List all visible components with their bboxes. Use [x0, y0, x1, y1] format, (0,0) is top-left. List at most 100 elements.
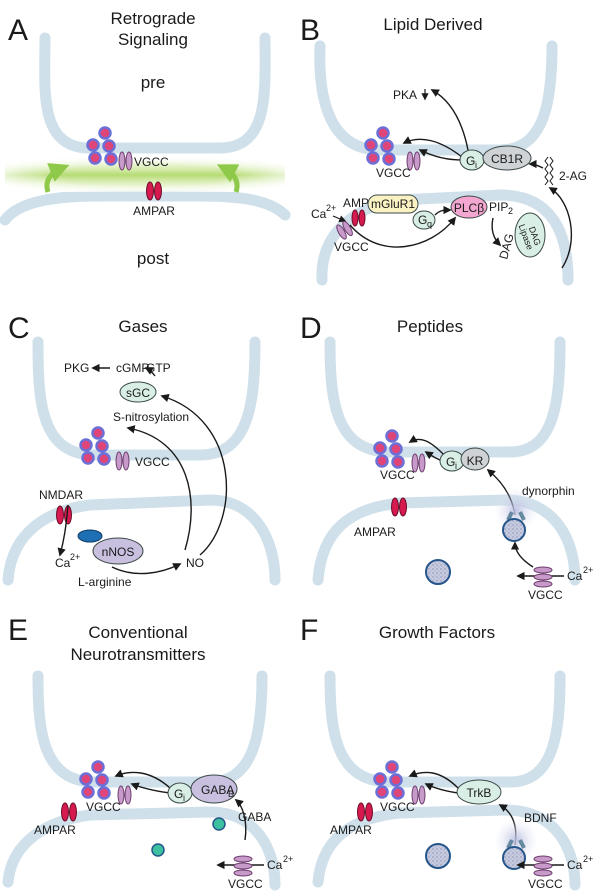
ampar-label-f: AMPAR — [330, 823, 372, 837]
ca-label-e: Ca — [267, 858, 283, 872]
vgcc-label-b-pre: VGCC — [376, 166, 411, 180]
vgcc-label-a: VGCC — [134, 155, 169, 169]
panel-b: B Lipid Derived PKA VGCC G i CB1R 2-AG — [300, 14, 587, 286]
ca-label-d: Ca — [567, 569, 583, 583]
gabab-receptor — [190, 774, 238, 804]
two-ag-molecule-icon — [544, 156, 549, 186]
vgcc-label-c: VGCC — [135, 455, 170, 469]
panel-e-title-line1: Conventional — [88, 623, 187, 642]
svg-text:G: G — [418, 213, 427, 227]
post-label: post — [137, 249, 169, 268]
trkb-label: TrkB — [467, 786, 492, 800]
vgcc-channel-b-pre — [406, 151, 421, 171]
vesicle-cluster-f — [373, 760, 405, 800]
l-arginine-label: L-arginine — [78, 575, 132, 589]
svg-text:i: i — [475, 160, 477, 170]
kappa-receptor-label: ΚR — [467, 454, 484, 468]
svg-text:2+: 2+ — [583, 565, 593, 575]
svg-text:q: q — [427, 219, 432, 229]
vgcc-channel-e-post — [233, 855, 253, 877]
ampar-channel-e — [61, 802, 77, 822]
vgcc-channel-f-post — [533, 855, 553, 877]
svg-text:2+: 2+ — [70, 552, 80, 562]
no-label: NO — [186, 556, 204, 570]
ampar-channel-d — [391, 497, 407, 517]
pip2-label: PIP — [489, 200, 508, 214]
dag-label: DAG — [496, 232, 516, 261]
svg-text:2+: 2+ — [326, 203, 336, 213]
vesicle-cluster-e — [79, 760, 111, 800]
cb1r-receptor — [482, 145, 532, 171]
snitrosylation-label: S-nitrosylation — [113, 410, 189, 424]
sgc-enzyme — [119, 381, 157, 403]
vgcc-label-d-post: VGCC — [528, 588, 563, 602]
svg-text:G: G — [446, 455, 455, 469]
vgcc-channel-a — [118, 151, 133, 171]
presynaptic-membrane-b — [314, 40, 558, 156]
gq-protein — [412, 210, 436, 230]
presynaptic-membrane-c — [32, 336, 261, 461]
panel-b-title: Lipid Derived — [383, 15, 482, 34]
panel-letter-b: B — [300, 14, 320, 47]
ampar-channel-a — [146, 181, 162, 201]
ampar-label-e: AMPAR — [34, 823, 76, 837]
gaba-vesicle-1 — [212, 817, 226, 831]
panel-letter-e: E — [8, 614, 28, 647]
gaba-vesicle-2 — [151, 843, 165, 857]
nnos-label: nNOS — [102, 545, 135, 559]
presynaptic-membrane-a — [39, 32, 271, 154]
panel-letter-d: D — [300, 312, 322, 345]
plcb-label: PLCβ — [454, 201, 484, 215]
vgcc-channel-c — [115, 451, 130, 471]
nnos-enzyme — [92, 537, 144, 565]
cb1r-label: CB1R — [491, 152, 523, 166]
pkg-label: PKG — [64, 361, 89, 375]
ampar-channel-f — [357, 802, 373, 822]
panel-e-title-line2: Neurotransmitters — [70, 645, 205, 664]
vgcc-channel-f-pre — [411, 785, 426, 805]
nos-adapter-icon — [77, 529, 103, 543]
svg-text:i: i — [455, 461, 457, 471]
postsynaptic-membrane-b — [316, 189, 574, 286]
sgc-label: sGC — [126, 386, 150, 400]
pka-label: PKA — [393, 88, 417, 102]
vgcc-label-b-post: VGCC — [334, 240, 369, 254]
postsynaptic-membrane-e — [2, 806, 281, 891]
vgcc-label-e-post: VGCC — [228, 877, 263, 891]
green-arrow-right — [216, 164, 240, 193]
panel-c: C Gases PKG cGMP GTP sGC S-nitrosylation… — [2, 312, 281, 589]
panel-letter-c: C — [8, 312, 30, 345]
vgcc-label-f-pre: VGCC — [380, 800, 415, 814]
svg-text:G: G — [466, 154, 475, 168]
presynaptic-membrane-d — [324, 336, 566, 458]
postsynaptic-membrane-f — [312, 804, 581, 891]
ca-label-c: Ca — [55, 556, 71, 570]
vgcc-label-e-pre: VGCC — [86, 800, 121, 814]
vgcc-label-f-post: VGCC — [528, 877, 563, 891]
panel-a-title-line1: Retrograde — [110, 9, 195, 28]
dynorphin-label: dynorphin — [522, 484, 575, 498]
presynaptic-membrane-e — [32, 670, 268, 788]
cgmp-label: cGMP — [116, 361, 149, 375]
panel-f: F Growth Factors VGCC TrkB BDNF AMPAR — [300, 614, 593, 891]
plcb-enzyme — [450, 195, 488, 219]
panel-f-title: Growth Factors — [379, 623, 495, 642]
ampar-label-a: AMPAR — [133, 204, 175, 218]
vgcc-channel-b-post — [336, 220, 353, 240]
green-arrow-left — [44, 163, 70, 193]
svg-text:2+: 2+ — [283, 854, 293, 864]
svg-text:i: i — [183, 793, 185, 803]
vesicle-cluster-b — [364, 126, 396, 166]
vesicle-cluster-a — [86, 126, 118, 166]
mglur1-receptor — [367, 194, 419, 214]
panel-c-title: Gases — [118, 317, 167, 336]
vgcc-channel-d-pre — [411, 453, 426, 473]
gabab-label: GABA — [201, 783, 234, 797]
panel-d: D Peptides VGCC G i ΚR AMPAR — [300, 312, 593, 602]
dynorphin-release-cloud — [494, 488, 538, 532]
vesicle-cluster-c — [79, 426, 111, 466]
mglur1-label: mGluR1 — [371, 197, 415, 211]
bdnf-label: BDNF — [524, 811, 557, 825]
panel-letter-f: F — [300, 614, 318, 647]
